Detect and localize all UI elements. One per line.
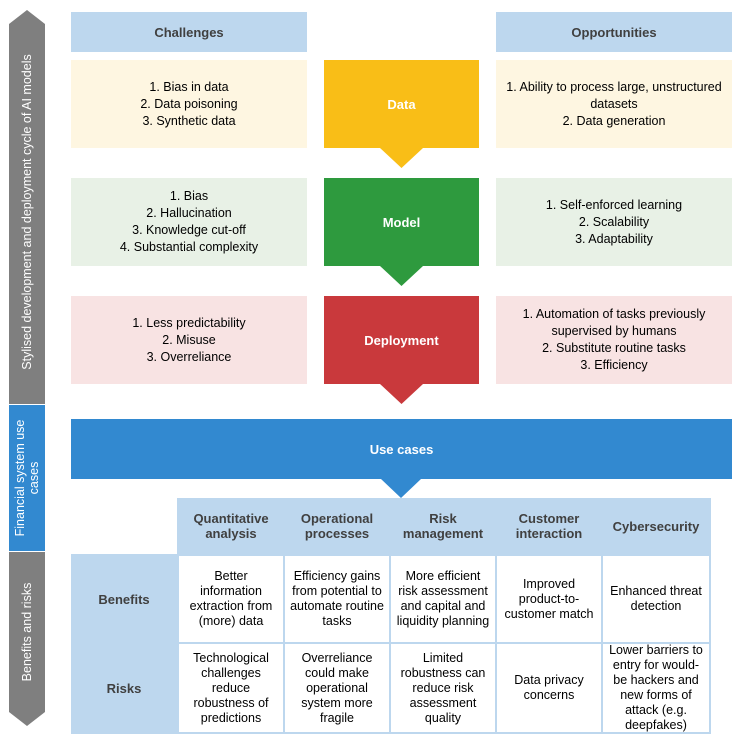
table-cell: More efficient risk assessment and capit… <box>391 556 495 642</box>
data-stage-label: Data <box>387 96 416 112</box>
model-stage-label: Model <box>382 214 421 230</box>
sidebar-label-cycle: Stylised development and deployment cycl… <box>20 54 34 370</box>
model-opportunity-item: 1. Self-enforced learning <box>545 197 683 212</box>
column-header: Cybersecurity <box>603 498 709 554</box>
deployment-challenge-item: 1. Less predictability <box>132 315 246 330</box>
column-header: Quantitative analysis <box>179 498 283 554</box>
data-stage-arrow <box>324 60 479 168</box>
data-challenge-item: 2. Data poisoning <box>140 96 238 111</box>
deployment-opportunity-item: 1. Automation of tasks previously <box>522 307 706 321</box>
deployment-challenges-box: 1. Less predictability 2. Misuse 3. Over… <box>71 296 307 384</box>
deployment-stage-arrow <box>324 296 479 404</box>
column-header: Risk management <box>391 498 495 554</box>
table-cell: Efficiency gains from potential to autom… <box>285 556 389 642</box>
table-cell: Better information extraction from (more… <box>179 556 283 642</box>
deployment-stage-label: Deployment <box>364 332 439 348</box>
data-opportunities-box: 1. Ability to process large, unstructure… <box>496 60 732 148</box>
model-challenge-item: 2. Hallucination <box>146 206 232 220</box>
challenges-header: Challenges <box>71 12 307 52</box>
data-challenges-box: 1. Bias in data 2. Data poisoning 3. Syn… <box>71 60 307 148</box>
row-header-benefits: Benefits <box>71 556 177 642</box>
data-opportunity-item: datasets <box>590 96 638 111</box>
opportunities-header: Opportunities <box>496 12 732 52</box>
model-opportunity-item: 2. Scalability <box>578 214 650 229</box>
deployment-challenge-item: 3. Overreliance <box>146 349 232 364</box>
model-stage-arrow <box>324 178 479 286</box>
data-challenge-item: 1. Bias in data <box>149 79 229 94</box>
sidebar-section3-bg <box>9 552 45 726</box>
model-challenge-item: 1. Bias <box>169 189 209 203</box>
table-cell: Overreliance could make operational syst… <box>285 644 389 732</box>
data-challenge-item: 3. Synthetic data <box>142 113 236 128</box>
row-header-risks: Risks <box>71 644 177 732</box>
table-cell: Limited robustness can reduce risk asses… <box>391 644 495 732</box>
column-header: Operational processes <box>285 498 389 554</box>
model-opportunity-item: 3. Adaptability <box>575 231 653 246</box>
sidebar-label-use-cases: Financial system use cases <box>13 419 41 537</box>
table-cell: Lower barriers to entry for would-be hac… <box>603 643 709 732</box>
use-cases-banner <box>71 419 732 498</box>
model-challenges-box: 1. Bias 2. Hallucination 3. Knowledge cu… <box>71 178 307 266</box>
sidebar-shapes <box>9 10 45 726</box>
model-challenge-item: 4. Substantial complexity <box>119 240 259 254</box>
deployment-challenge-item: 2. Misuse <box>162 332 216 347</box>
table-cell: Enhanced threat detection <box>603 556 709 642</box>
data-opportunity-item: 2. Data generation <box>562 113 666 128</box>
deployment-opportunity-item: supervised by humans <box>551 324 677 338</box>
deployment-opportunities-box: 1. Automation of tasks previously superv… <box>496 296 732 384</box>
model-challenge-item: 3. Knowledge cut-off <box>132 223 246 237</box>
sidebar-section1-bg <box>9 10 45 404</box>
sidebar-label-benefits-risks: Benefits and risks <box>20 582 34 682</box>
deployment-opportunity-item: 3. Efficiency <box>580 358 648 372</box>
table-cell: Technological challenges reduce robustne… <box>179 644 283 732</box>
deployment-opportunity-item: 2. Substitute routine tasks <box>542 341 686 355</box>
table-grid <box>71 498 711 734</box>
sidebar-section2-bg <box>9 405 45 551</box>
data-opportunity-item: 1. Ability to process large, unstructure… <box>506 79 722 94</box>
table-cell: Data privacy concerns <box>497 644 601 732</box>
use-cases-title: Use cases <box>369 441 434 457</box>
model-opportunities-box: 1. Self-enforced learning 2. Scalability… <box>496 178 732 266</box>
table-cell: Improved product-to-customer match <box>497 556 601 642</box>
column-header: Customer interaction <box>497 498 601 554</box>
